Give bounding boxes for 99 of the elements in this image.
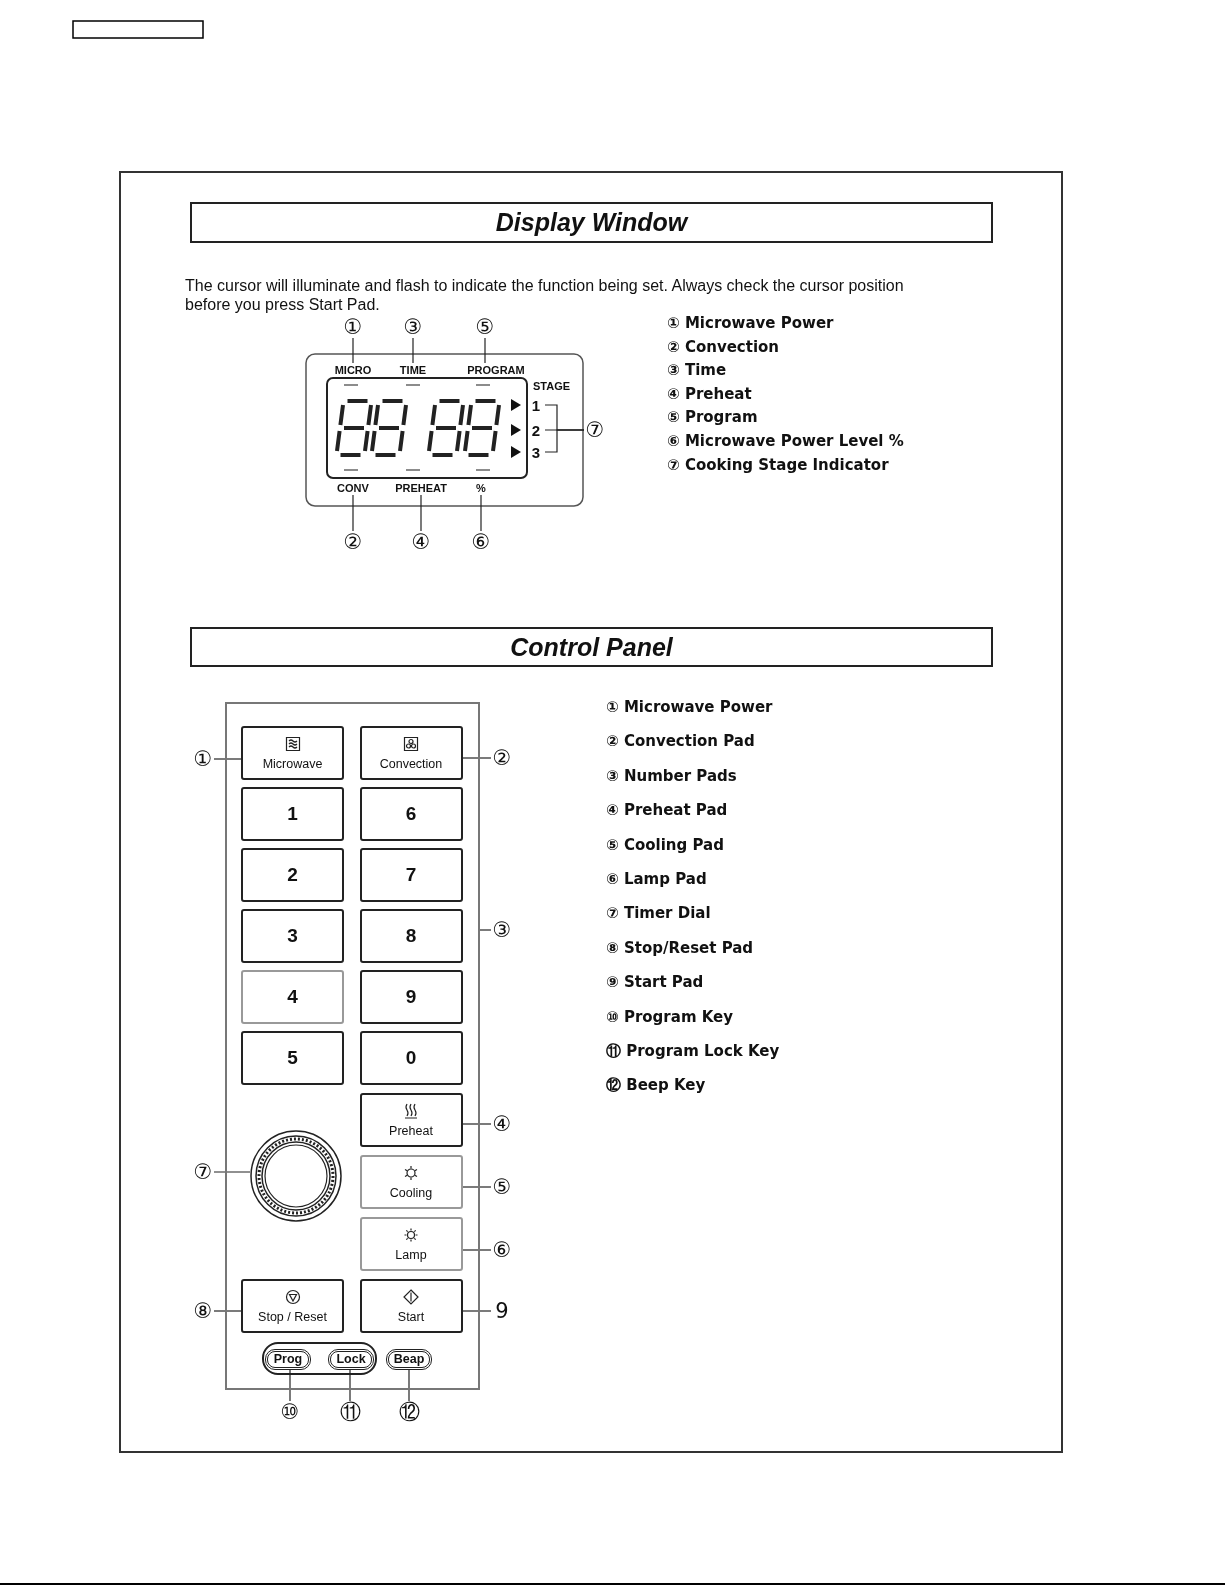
indicator-label: CONV xyxy=(333,481,373,495)
section-heading-band: Control Panel xyxy=(190,627,993,667)
number-pad: 0 xyxy=(359,1031,463,1085)
leader-line xyxy=(461,1186,492,1188)
leader-line xyxy=(408,1368,410,1402)
instruction-text: The cursor will illuminate and flash to indicate the function being set. Always check the cursor position before you press Start Pad. xyxy=(185,276,905,314)
pad-label: Microwave xyxy=(262,756,323,771)
callout-number: ⑦ xyxy=(192,1161,214,1183)
callout-number: ⑫ xyxy=(398,1401,420,1423)
callout-key-item: ⑪ Program Lock Key xyxy=(606,1042,780,1061)
callout-key-item: ④ Preheat Pad xyxy=(606,801,728,820)
function-pad xyxy=(359,1279,463,1333)
leader-line xyxy=(352,494,354,532)
callout-key-item: ① Microwave Power xyxy=(606,698,773,716)
leader-line xyxy=(352,337,354,364)
number-pad: 3 xyxy=(241,909,344,963)
number-pad: 6 xyxy=(359,787,463,841)
leader-line xyxy=(544,429,585,453)
leader-line xyxy=(461,1249,492,1251)
callout-number: ② xyxy=(491,747,513,769)
callout-key-item: ① Microwave Power xyxy=(667,314,834,332)
number-pad: 9 xyxy=(359,970,463,1024)
leader-line xyxy=(461,1310,492,1312)
leader-line xyxy=(349,1368,351,1402)
callout-number: ⑥ xyxy=(470,531,492,553)
callout-number: ⑩ xyxy=(279,1401,301,1423)
callout-key-item: ⑦ Cooking Stage Indicator xyxy=(667,455,889,474)
pad-label: Preheat xyxy=(389,1123,433,1138)
number-pad: 5 xyxy=(241,1031,344,1085)
callout-number: ④ xyxy=(491,1113,513,1135)
leader-line xyxy=(461,1123,492,1125)
indicator-label: PREHEAT xyxy=(391,481,451,495)
stage-number: 3 xyxy=(530,444,542,460)
function-pad xyxy=(241,1279,344,1333)
callout-number: ① xyxy=(192,748,214,770)
function-pad xyxy=(359,1217,463,1271)
key-button: Prog xyxy=(265,1348,311,1370)
callout-key-item: ⑦ Timer Dial xyxy=(606,904,711,923)
leader-line xyxy=(412,337,414,364)
callout-number: ⑥ xyxy=(491,1239,513,1261)
pad-label: Stop / Reset xyxy=(258,1309,327,1324)
stage-number: 2 xyxy=(530,422,542,438)
leader-line xyxy=(213,1171,251,1173)
key-button: Lock xyxy=(328,1348,374,1370)
pad-label: Cooling xyxy=(389,1185,433,1200)
section-heading-band: Display Window xyxy=(190,202,993,243)
leader-line xyxy=(479,929,492,931)
leader-line xyxy=(213,758,242,760)
callout-number: ② xyxy=(342,531,364,553)
pad-label: Start xyxy=(397,1309,425,1324)
callout-number: ① xyxy=(342,316,364,338)
callout-key-item: ② Convection Pad xyxy=(606,732,755,751)
function-pad xyxy=(359,726,463,780)
callout-key-item: ④ Preheat xyxy=(667,384,752,403)
callout-number: ⑤ xyxy=(474,316,496,338)
function-pad xyxy=(359,1155,463,1209)
number-pad: 4 xyxy=(241,970,344,1024)
leader-line xyxy=(480,494,482,532)
callout-key-item: ⑧ Stop/Reset Pad xyxy=(606,938,754,957)
pad-label: Convection xyxy=(379,756,443,771)
callout-key-item: ⑩ Program Key xyxy=(606,1007,734,1026)
callout-key-item: ⑤ Cooling Pad xyxy=(606,835,724,854)
callout-key-item: ③ Number Pads xyxy=(606,766,737,785)
stage-number: 1 xyxy=(530,397,542,413)
callout-key-item: ⑫ Beep Key xyxy=(606,1076,706,1096)
callout-number: ⑤ xyxy=(491,1176,513,1198)
callout-key-item: ⑤ Program xyxy=(667,408,758,427)
number-pad: 8 xyxy=(359,909,463,963)
callout-key-item: ⑨ Start Pad xyxy=(606,973,704,992)
number-pad: 1 xyxy=(241,787,344,841)
callout-number: ③ xyxy=(491,919,513,941)
indicator-label: MICRO xyxy=(328,363,378,377)
leader-line xyxy=(213,1310,242,1312)
pad-label: Lamp xyxy=(395,1247,427,1262)
number-pad: 7 xyxy=(359,848,463,902)
callout-key-item: ⑥ Lamp Pad xyxy=(606,870,707,888)
control-panel-plate xyxy=(225,702,480,1390)
callout-number: ⑦ xyxy=(584,419,606,441)
key-button: Beap xyxy=(386,1348,432,1370)
leader-line xyxy=(420,494,422,532)
callout-key-item: ② Convection xyxy=(667,337,780,356)
leader-line xyxy=(484,337,486,364)
leader-line xyxy=(461,757,492,759)
timer-dial xyxy=(250,1130,342,1222)
callout-key-item: ③ Time xyxy=(667,361,727,380)
callout-number: ⑧ xyxy=(192,1300,214,1322)
callout-number: ④ xyxy=(410,531,432,553)
number-pad: 2 xyxy=(241,848,344,902)
callout-number: 9 xyxy=(491,1300,513,1322)
indicator-label: PROGRAM xyxy=(462,363,530,377)
indicator-label: STAGE xyxy=(533,380,571,392)
leader-line xyxy=(289,1368,291,1402)
indicator-label: % xyxy=(473,481,489,495)
function-pad xyxy=(359,1093,463,1147)
callout-number: ③ xyxy=(402,316,424,338)
function-pad xyxy=(241,726,344,780)
indicator-label: TIME xyxy=(395,363,431,377)
callout-number: ⑪ xyxy=(339,1401,361,1423)
callout-key-item: ⑥ Microwave Power Level % xyxy=(667,432,904,450)
